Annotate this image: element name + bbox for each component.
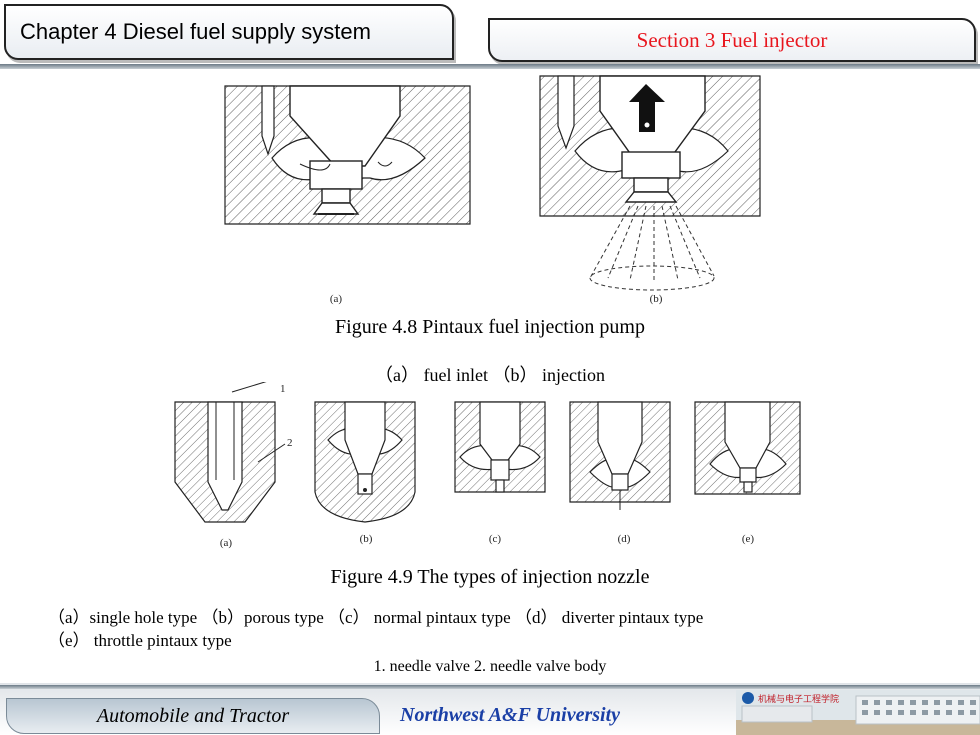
section-title-tab: Section 3 Fuel injector xyxy=(488,18,976,62)
fig2-label-a: (a) xyxy=(220,537,233,549)
nozzle-single-hole xyxy=(174,382,286,523)
college-name: 机械与电子工程学院 xyxy=(758,693,839,705)
nozzle-types-figure: 1 2 (a) (b) (c) (d) (e) xyxy=(174,382,801,549)
callout-needle-valve: 1 xyxy=(280,383,286,395)
pintaux-nozzle-figure: (a) (b) xyxy=(224,75,761,305)
nozzle-diverter-pintaux xyxy=(569,401,671,510)
course-tab: Automobile and Tractor xyxy=(6,698,380,734)
callout-valve-body: 2 xyxy=(287,437,293,449)
fig2-label-b: (b) xyxy=(360,533,373,545)
chapter-title-tab: Chapter 4 Diesel fuel supply system xyxy=(4,4,454,60)
course-name: Automobile and Tractor xyxy=(96,705,290,727)
fig2-label-c: (c) xyxy=(489,533,502,545)
figure-4-9-caption: Figure 4.9 The types of injection nozzle xyxy=(330,566,650,588)
fig1-label-b: (b) xyxy=(650,293,663,305)
header-divider xyxy=(0,64,980,69)
diagram-injection xyxy=(539,75,761,291)
fig2-label-e: (e) xyxy=(742,533,755,545)
nozzle-types-line2: （e） throttle pintaux type xyxy=(48,631,232,650)
fig2-label-d: (d) xyxy=(618,533,631,545)
fig1-label-a: (a) xyxy=(330,293,343,305)
diagram-fuel-inlet xyxy=(224,85,471,225)
nozzle-throttle-pintaux xyxy=(694,401,801,495)
chapter-title: Chapter 4 Diesel fuel supply system xyxy=(20,19,371,44)
figure-4-8-subcaption: （a） fuel inlet （b） injection xyxy=(375,365,605,385)
footer-divider xyxy=(0,685,980,689)
nozzle-porous xyxy=(314,401,416,523)
parts-legend: 1. needle valve 2. needle valve body xyxy=(373,658,607,675)
section-title: Section 3 Fuel injector xyxy=(636,28,828,52)
nozzle-normal-pintaux xyxy=(454,401,546,493)
figure-4-8-caption: Figure 4.8 Pintaux fuel injection pump xyxy=(335,316,645,338)
nozzle-types-line1: （a）single hole type （b）porous type （c） n… xyxy=(48,608,704,627)
campus-building-image: 机械与电子工程学院 xyxy=(736,690,980,735)
university-name: Northwest A&F University xyxy=(400,704,621,726)
